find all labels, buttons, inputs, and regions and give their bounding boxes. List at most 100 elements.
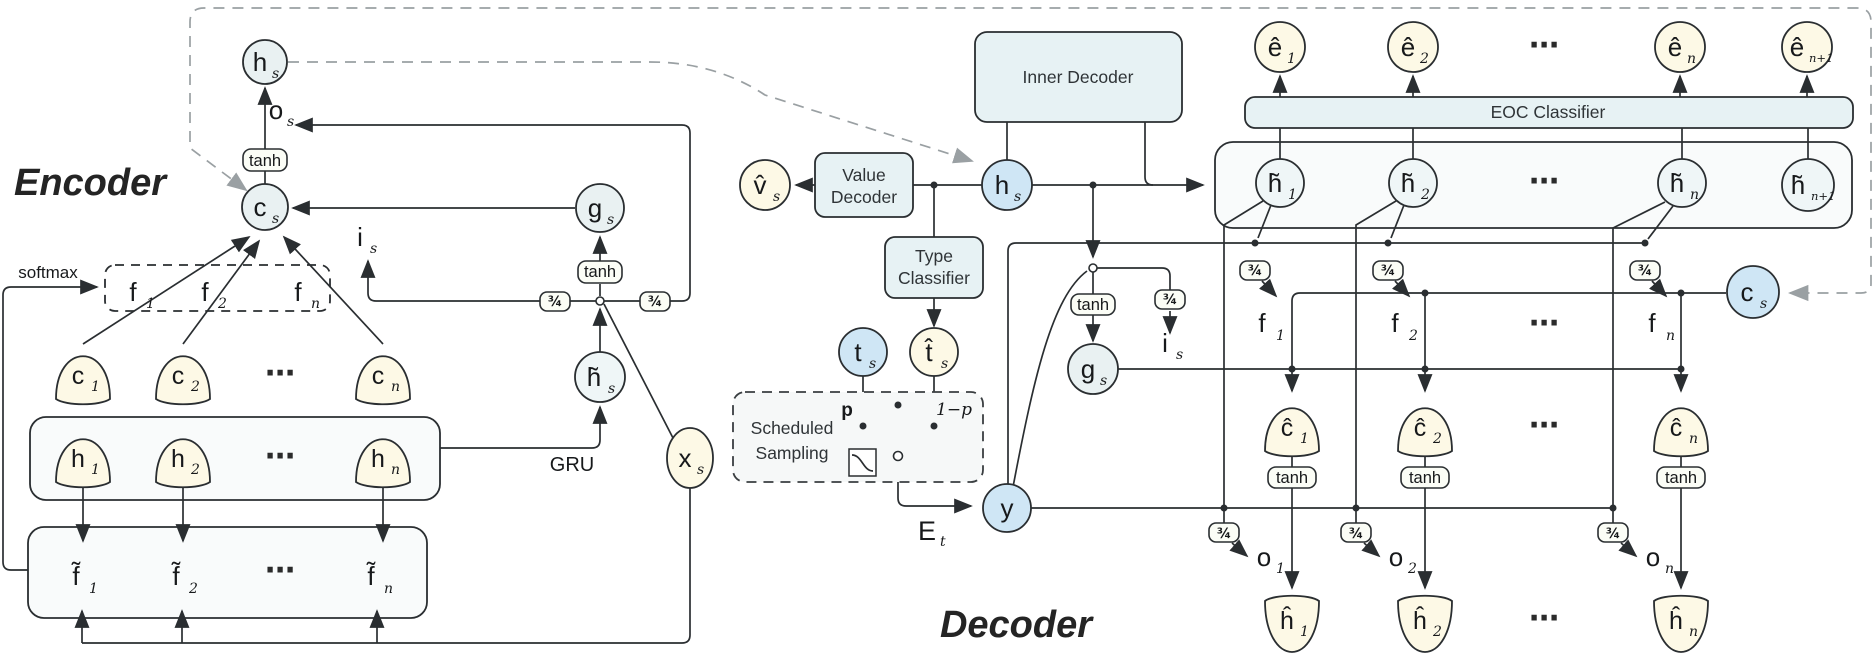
- htilde2-label: h̃: [1401, 168, 1415, 198]
- ellipsis: ⋯: [1529, 601, 1561, 636]
- gate-label: ¾: [1606, 526, 1621, 542]
- c1-label: c: [72, 362, 85, 390]
- htilden-sub: n: [1690, 187, 1699, 203]
- true-type-ts-node: [838, 327, 888, 377]
- that-sub: s: [941, 356, 948, 372]
- enc-os-sub: s: [287, 114, 294, 130]
- gate-op-box: [1208, 522, 1240, 543]
- ellipsis: ⋯: [1529, 408, 1561, 443]
- inner-decoder-box: [974, 31, 1183, 123]
- ehat2-sub: 2: [1419, 51, 1429, 67]
- ftilden-label: f̃: [366, 561, 376, 591]
- enc-gs-sub: s: [607, 212, 614, 228]
- gru-line: [440, 405, 608, 449]
- htilden-node: [1657, 158, 1707, 208]
- embedding-to-y-line: [897, 461, 973, 514]
- hhat1-sub: 1: [1300, 624, 1309, 640]
- y-label: y: [1001, 493, 1014, 523]
- value-vhat-node: [739, 159, 791, 211]
- dec-hs-sub: s: [1014, 189, 1021, 205]
- gate-op-box: [1340, 522, 1372, 543]
- cn-label: c: [372, 362, 385, 390]
- chatn-label: ĉ: [1670, 414, 1683, 442]
- encoder-h-box: [29, 416, 441, 501]
- h2-sub: 2: [190, 462, 200, 478]
- chat2-sub: 2: [1432, 431, 1442, 447]
- ts-label: t: [854, 337, 862, 367]
- prob-p-label: p: [841, 400, 853, 421]
- on-sub: n: [1665, 561, 1674, 577]
- decoder-title: Decoder: [940, 604, 1094, 646]
- o2-sub: 2: [1407, 561, 1417, 577]
- ts-sub: s: [869, 356, 876, 372]
- tanh-op-box: [1656, 466, 1706, 489]
- dec-fn-label: f: [1648, 308, 1656, 338]
- decoder-column-nodes: [1208, 21, 1835, 653]
- h2-label: h: [171, 445, 185, 473]
- enc-is-label: i: [357, 222, 363, 252]
- vhat-label: v̂: [754, 170, 767, 200]
- o2-label: o: [1389, 542, 1403, 572]
- chat1-label: ĉ: [1281, 414, 1294, 442]
- hhat2-label: ĥ: [1413, 605, 1427, 635]
- tanh-label: tanh: [249, 152, 281, 170]
- dec-f1-sub: 1: [1276, 328, 1285, 344]
- that-label: t̂: [924, 337, 934, 367]
- gate-op-box: [1372, 260, 1404, 281]
- tanh-op-box: [242, 148, 288, 172]
- state-transfer-dashed-loop: [189, 7, 1872, 302]
- output-gate-line: [294, 117, 691, 302]
- gate-label: ¾: [1349, 526, 1364, 542]
- encoder-fscore-box: [27, 526, 428, 619]
- gate-op-box: [639, 291, 671, 312]
- hhatn-label: ĥ: [1669, 605, 1683, 635]
- hhat2-sub: 2: [1432, 624, 1442, 640]
- c2-sub: 2: [190, 379, 200, 395]
- hn-sub: n: [391, 462, 400, 478]
- junction-point: [1088, 263, 1098, 273]
- o1-label: o: [1257, 542, 1271, 572]
- ellipsis: ⋯: [1529, 164, 1561, 199]
- chat1-sub: 1: [1300, 431, 1309, 447]
- cn-sub: n: [391, 379, 400, 395]
- decoder-cell-nodes: [732, 31, 1186, 533]
- attn-f1-sub: 1: [146, 296, 155, 312]
- gate-label: ¾: [1248, 263, 1263, 279]
- prob-1mp-label: 1−p: [936, 400, 972, 420]
- htilde1-label: h̃: [1268, 168, 1282, 198]
- htilde2-sub: 2: [1420, 187, 1430, 203]
- gate-op-box: [1239, 260, 1271, 281]
- htilden-label: h̃: [1670, 168, 1684, 198]
- dec-hs-label: h: [995, 170, 1009, 200]
- ehatn1-label: ê: [1790, 32, 1804, 62]
- hn-label: h: [371, 445, 385, 473]
- tanh-op-box: [1267, 466, 1317, 489]
- tanh-op-box: [577, 260, 623, 284]
- value-decoder-box: [814, 152, 914, 218]
- attn-fn-label: f: [294, 277, 302, 307]
- ehat1-label: ê: [1268, 32, 1282, 62]
- attn-f2-label: f: [201, 277, 209, 307]
- dec-cs-sub: s: [1760, 296, 1767, 312]
- encoder-xs-node: [666, 427, 714, 489]
- decoder-column-junctions: [1220, 239, 1685, 512]
- switch-pole: [892, 450, 904, 462]
- ehat2-label: ê: [1401, 32, 1415, 62]
- scheduled-sampling-box: [732, 391, 984, 483]
- gate-label: ¾: [1217, 526, 1232, 542]
- decoder-cs-node: [1726, 265, 1780, 319]
- ehat1-sub: 1: [1287, 51, 1296, 67]
- tanh-op-box: [1400, 466, 1450, 489]
- inner-decoder-label: Inner Decoder: [1023, 67, 1134, 87]
- tanh-op-box: [1070, 293, 1116, 316]
- attention-weights-box: [104, 264, 331, 312]
- enc-htilde-sub: s: [608, 381, 615, 397]
- gate-label: ¾: [1163, 292, 1178, 308]
- enc-hs-label: h: [253, 47, 267, 77]
- ellipsis: ⋯: [1529, 306, 1561, 341]
- decoder-hs-node: [981, 159, 1033, 211]
- htilden1-node: [1781, 158, 1835, 212]
- decoder-output-containers: [1214, 96, 1854, 229]
